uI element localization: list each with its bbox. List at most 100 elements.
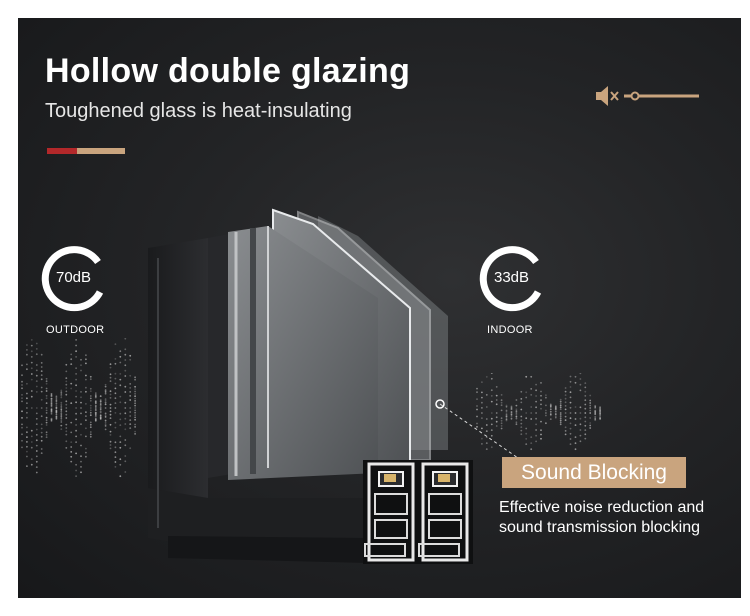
wave-dot — [119, 458, 122, 461]
wave-dot — [505, 413, 508, 416]
wave-dot — [45, 402, 48, 404]
wave-dot — [589, 407, 592, 409]
wave-dot — [530, 375, 533, 378]
wave-dot — [75, 356, 77, 358]
wave-dot — [559, 404, 562, 407]
wave-dot — [85, 419, 87, 422]
volume-slider-icon — [624, 91, 699, 101]
wave-dot — [104, 421, 107, 424]
wave-dot — [500, 399, 503, 401]
wave-dot — [134, 392, 136, 395]
wave-dot — [55, 411, 58, 414]
wave-dot — [476, 408, 478, 411]
wave-dot — [476, 422, 478, 425]
wave-dot — [559, 408, 562, 411]
wave-dot — [559, 406, 562, 409]
wave-dot — [520, 422, 523, 425]
wave-dot — [495, 416, 498, 419]
wave-dot — [134, 400, 136, 402]
wave-dot — [70, 382, 73, 385]
wave-dot — [26, 465, 28, 467]
wave-dot — [109, 393, 112, 396]
wave-dot — [515, 421, 518, 424]
wave-dot — [515, 399, 518, 401]
wave-dot — [569, 406, 572, 409]
wave-dot — [554, 410, 557, 412]
wave-dot — [45, 382, 48, 385]
wave-dot — [94, 405, 97, 408]
wave-dot — [549, 413, 552, 416]
wave-dot — [540, 399, 542, 401]
wave-dot — [80, 466, 82, 468]
wave-dot — [21, 374, 23, 377]
wave-dot — [26, 349, 28, 351]
wave-dot — [26, 397, 28, 400]
wave-dot — [481, 391, 483, 394]
wave-dot — [114, 446, 117, 449]
wave-dot — [134, 416, 136, 419]
wave-dot — [535, 423, 537, 426]
wave-dot — [40, 374, 43, 377]
wave-dot — [490, 429, 493, 431]
wave-dot — [510, 415, 513, 418]
wave-dot — [80, 412, 82, 415]
wave-dot — [520, 401, 523, 404]
wave-dot — [60, 419, 63, 422]
wave-dot — [70, 421, 73, 424]
wave-dot — [490, 446, 493, 449]
wave-dot — [89, 435, 92, 438]
wave-dot — [40, 415, 43, 418]
wave-dot — [65, 413, 68, 416]
wave-dot — [60, 407, 63, 409]
wave-dot — [70, 353, 73, 356]
wave-dot — [50, 410, 53, 413]
wave-dot — [35, 471, 38, 474]
wave-dot — [535, 395, 537, 397]
wave-dot — [60, 417, 63, 420]
wave-dot — [535, 400, 537, 403]
wave-dot — [119, 401, 122, 404]
wave-dot — [535, 417, 537, 420]
wave-dot — [525, 396, 528, 399]
wave-dot — [134, 407, 136, 409]
wave-dot — [535, 412, 537, 414]
wave-dot — [554, 413, 557, 415]
wave-dot — [490, 417, 493, 420]
wave-dot — [495, 403, 498, 406]
wave-dot — [594, 413, 597, 416]
wave-dot — [70, 441, 73, 443]
wave-dot — [485, 394, 488, 396]
wave-dot — [114, 451, 117, 454]
wave-dot — [60, 403, 63, 406]
wave-dot — [70, 460, 73, 463]
wave-dot — [99, 410, 102, 413]
wave-dot — [554, 416, 557, 418]
wave-dot — [114, 392, 117, 395]
wave-dot — [530, 448, 533, 451]
wave-dot — [50, 413, 53, 415]
wave-dot — [60, 401, 63, 404]
wave-dot — [520, 433, 523, 436]
wave-dot — [70, 387, 73, 390]
wave-dot — [119, 435, 122, 438]
wave-dot — [114, 426, 117, 429]
wave-dot — [94, 404, 97, 407]
wave-dot — [579, 417, 582, 420]
wave-dot — [549, 403, 552, 406]
wave-dot — [30, 446, 33, 449]
indoor-db-value: 33dB — [494, 269, 530, 286]
wave-dot — [35, 417, 38, 420]
wave-dot — [124, 401, 127, 404]
callout-connector — [439, 403, 519, 459]
wave-dot — [35, 348, 38, 350]
wave-dot — [579, 406, 582, 409]
wave-dot — [99, 411, 102, 414]
wave-dot — [80, 407, 82, 409]
wave-dot — [114, 461, 117, 463]
wave-dot — [65, 417, 68, 419]
wave-dot — [109, 444, 112, 446]
wave-dot — [129, 447, 132, 450]
wave-dot — [21, 384, 23, 386]
wave-dot — [75, 435, 77, 438]
wave-dot — [26, 363, 28, 366]
